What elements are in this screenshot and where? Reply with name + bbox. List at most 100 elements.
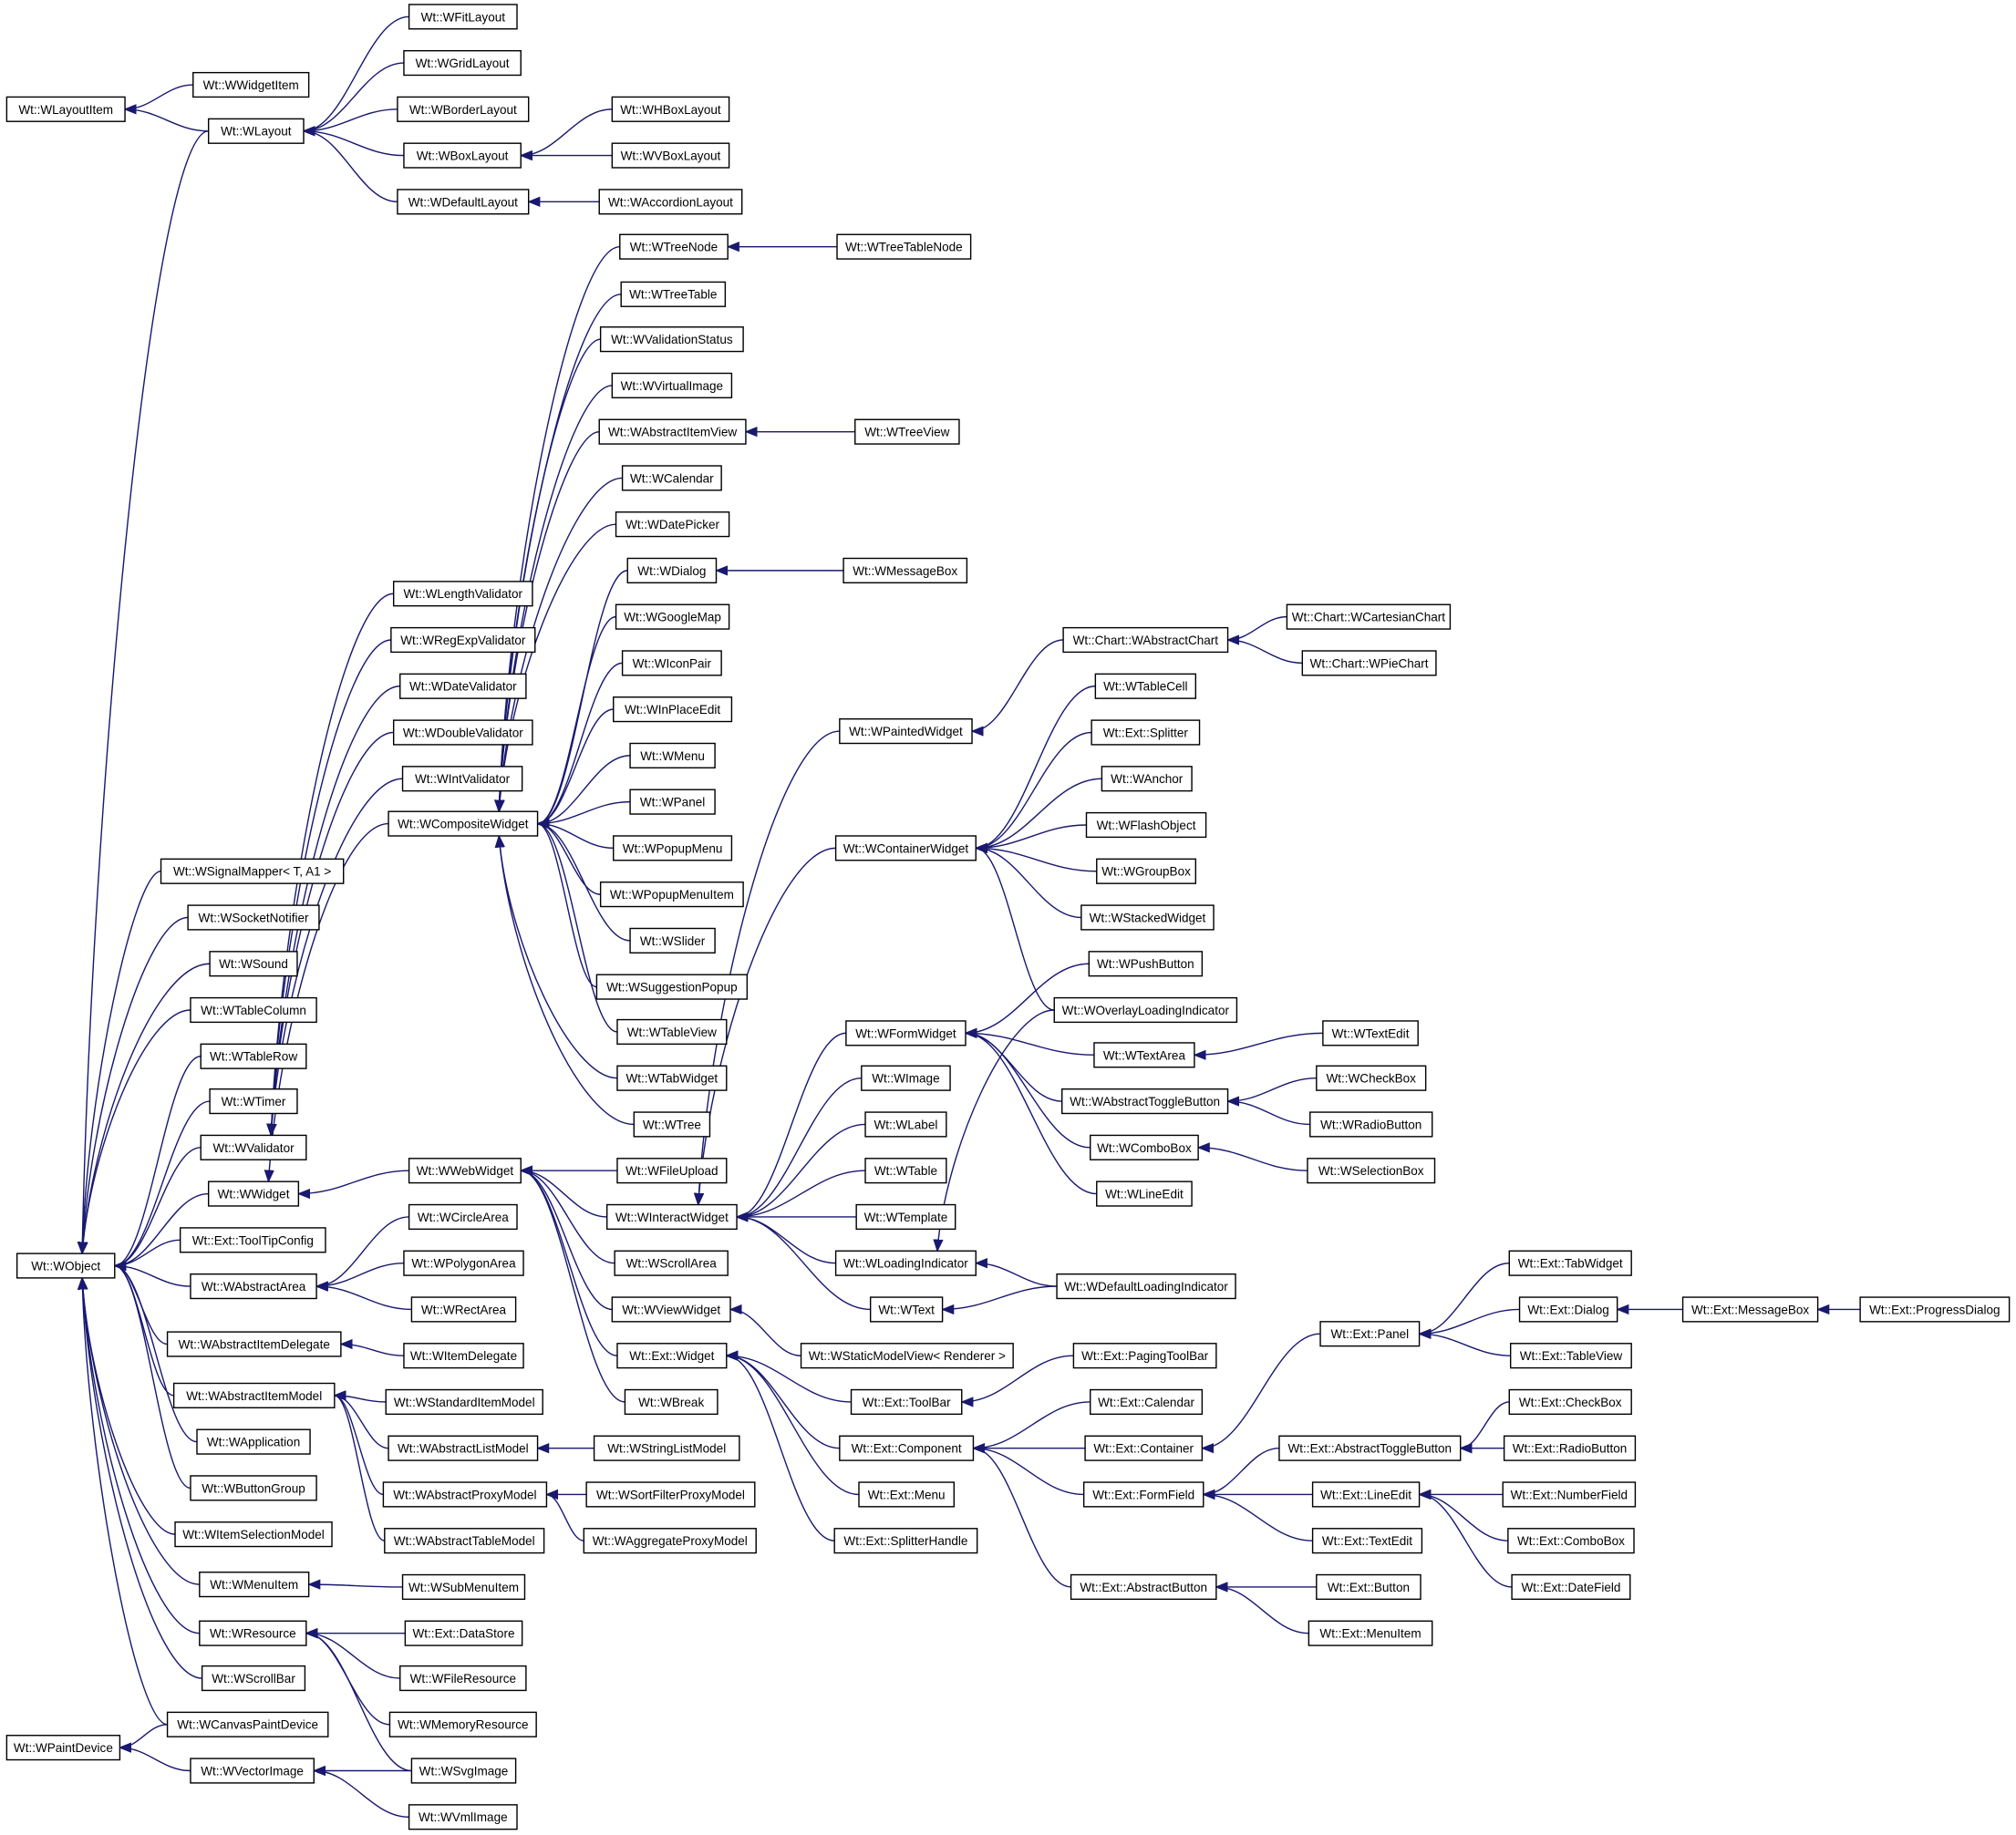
class-node-ext-splitter[interactable]: Wt::Ext::Splitter bbox=[1091, 719, 1201, 746]
class-node-ext-component[interactable]: Wt::Ext::Component bbox=[839, 1435, 975, 1461]
class-node-wdialog[interactable]: Wt::WDialog bbox=[626, 557, 718, 583]
class-node-wscroll-area[interactable]: Wt::WScrollArea bbox=[614, 1250, 729, 1276]
class-node-ext-text-edit[interactable]: Wt::Ext::TextEdit bbox=[1311, 1528, 1423, 1554]
class-node-wsvg-image[interactable]: Wt::WSvgImage bbox=[410, 1758, 517, 1784]
class-node-wvml-image[interactable]: Wt::WVmlImage bbox=[408, 1804, 518, 1830]
class-node-ext-message-box[interactable]: Wt::Ext::MessageBox bbox=[1681, 1296, 1819, 1323]
class-node-wtemplate[interactable]: Wt::WTemplate bbox=[855, 1203, 956, 1231]
class-node-wtree-node[interactable]: Wt::WTreeNode bbox=[619, 233, 729, 260]
class-node-ext-combo-box[interactable]: Wt::Ext::ComboBox bbox=[1507, 1528, 1635, 1554]
class-node-wtable-view[interactable]: Wt::WTableView bbox=[616, 1018, 728, 1046]
class-node-ext-date-field[interactable]: Wt::Ext::DateField bbox=[1511, 1573, 1631, 1601]
class-node-ext-menu[interactable]: Wt::Ext::Menu bbox=[858, 1481, 955, 1508]
class-node-ext-abstract-toggle-button[interactable]: Wt::Ext::AbstractToggleButton bbox=[1278, 1435, 1462, 1461]
class-node-wabstract-proxy-model[interactable]: Wt::WAbstractProxyModel bbox=[382, 1481, 548, 1508]
class-node-ext-container[interactable]: Wt::Ext::Container bbox=[1084, 1435, 1204, 1461]
class-node-wcheck-box[interactable]: Wt::WCheckBox bbox=[1316, 1065, 1427, 1091]
class-node-wvalidation-status[interactable]: Wt::WValidationStatus bbox=[599, 326, 744, 353]
class-node-wstandard-item-model[interactable]: Wt::WStandardItemModel bbox=[385, 1388, 543, 1416]
class-node-winteract-widget[interactable]: Wt::WInteractWidget bbox=[605, 1203, 738, 1231]
class-node-witem-delegate[interactable]: Wt::WItemDelegate bbox=[403, 1343, 524, 1369]
class-node-wmenu-item[interactable]: Wt::WMenuItem bbox=[199, 1572, 310, 1598]
class-node-ext-tab-widget[interactable]: Wt::Ext::TabWidget bbox=[1508, 1250, 1632, 1276]
class-node-wabstract-item-model[interactable]: Wt::WAbstractItemModel bbox=[172, 1382, 336, 1408]
class-node-ext-menu-item[interactable]: Wt::Ext::MenuItem bbox=[1308, 1620, 1433, 1646]
class-node-wcombo-box[interactable]: Wt::WComboBox bbox=[1090, 1134, 1199, 1160]
class-node-wpaint-device[interactable]: Wt::WPaintDevice bbox=[5, 1735, 121, 1761]
class-node-wsocket-notifier[interactable]: Wt::WSocketNotifier bbox=[187, 904, 320, 931]
class-node-wdate-validator[interactable]: Wt::WDateValidator bbox=[399, 673, 527, 699]
class-node-wabstract-table-model[interactable]: Wt::WAbstractTableModel bbox=[384, 1528, 545, 1554]
class-node-witem-selection-model[interactable]: Wt::WItemSelectionModel bbox=[174, 1521, 333, 1548]
class-node-ext-number-field[interactable]: Wt::Ext::NumberField bbox=[1502, 1481, 1637, 1508]
class-node-wabstract-item-view[interactable]: Wt::WAbstractItemView bbox=[598, 418, 747, 445]
class-node-wabstract-chart[interactable]: Wt::Chart::WAbstractChart bbox=[1062, 626, 1229, 654]
class-node-ext-radio-button[interactable]: Wt::Ext::RadioButton bbox=[1503, 1435, 1637, 1461]
class-node-wpolygon-area[interactable]: Wt::WPolygonArea bbox=[403, 1250, 524, 1276]
class-node-ext-tool-tip-config[interactable]: Wt::Ext::ToolTipConfig bbox=[179, 1227, 326, 1253]
class-node-wpie-chart[interactable]: Wt::Chart::WPieChart bbox=[1301, 650, 1437, 676]
class-node-wtable[interactable]: Wt::WTable bbox=[864, 1158, 947, 1184]
class-node-wtimer[interactable]: Wt::WTimer bbox=[209, 1088, 298, 1115]
class-node-ext-check-box[interactable]: Wt::Ext::CheckBox bbox=[1508, 1388, 1632, 1416]
class-node-wtree-table[interactable]: Wt::WTreeTable bbox=[620, 281, 727, 307]
class-node-wvirtual-image[interactable]: Wt::WVirtualImage bbox=[611, 372, 733, 398]
class-node-wstatic-model-view[interactable]: Wt::WStaticModelView< Renderer > bbox=[800, 1343, 1014, 1369]
class-node-ext-dialog[interactable]: Wt::Ext::Dialog bbox=[1518, 1296, 1618, 1323]
class-node-wradio-button[interactable]: Wt::WRadioButton bbox=[1309, 1111, 1433, 1138]
class-node-wsuggestion-popup[interactable]: Wt::WSuggestionPopup bbox=[595, 974, 749, 1000]
class-node-wint-validator[interactable]: Wt::WIntValidator bbox=[401, 766, 523, 792]
class-node-wtext-edit[interactable]: Wt::WTextEdit bbox=[1322, 1020, 1419, 1046]
class-node-wtext-area[interactable]: Wt::WTextArea bbox=[1093, 1042, 1195, 1068]
class-node-wlayout-item[interactable]: Wt::WLayoutItem bbox=[5, 96, 126, 122]
class-node-wpopup-menu-item[interactable]: Wt::WPopupMenuItem bbox=[599, 881, 744, 908]
class-node-wresource[interactable]: Wt::WResource bbox=[199, 1620, 307, 1646]
class-node-wabstract-item-delegate[interactable]: Wt::WAbstractItemDelegate bbox=[166, 1331, 342, 1357]
class-node-wtab-widget[interactable]: Wt::WTabWidget bbox=[616, 1065, 728, 1091]
class-node-wborder-layout[interactable]: Wt::WBorderLayout bbox=[397, 96, 530, 122]
class-node-ext-abstract-button[interactable]: Wt::Ext::AbstractButton bbox=[1070, 1573, 1217, 1601]
class-node-wgoogle-map[interactable]: Wt::WGoogleMap bbox=[615, 603, 730, 630]
class-node-wimage[interactable]: Wt::WImage bbox=[861, 1065, 951, 1091]
class-node-wabstract-list-model[interactable]: Wt::WAbstractListModel bbox=[388, 1435, 539, 1461]
class-node-wabstract-toggle-button[interactable]: Wt::WAbstractToggleButton bbox=[1061, 1088, 1229, 1115]
class-node-wfile-resource[interactable]: Wt::WFileResource bbox=[399, 1665, 527, 1692]
class-node-wsignal-mapper[interactable]: Wt::WSignalMapper< T, A1 > bbox=[160, 858, 345, 884]
class-node-ext-widget[interactable]: Wt::Ext::Widget bbox=[616, 1343, 728, 1369]
class-node-wbox-layout[interactable]: Wt::WBoxLayout bbox=[403, 142, 522, 169]
class-node-wscroll-bar[interactable]: Wt::WScrollBar bbox=[201, 1665, 306, 1692]
class-node-wlength-validator[interactable]: Wt::WLengthValidator bbox=[392, 581, 533, 607]
class-node-wtree-table-node[interactable]: Wt::WTreeTableNode bbox=[836, 233, 972, 260]
class-node-win-place-edit[interactable]: Wt::WInPlaceEdit bbox=[613, 696, 733, 723]
class-node-waccordion-layout[interactable]: Wt::WAccordionLayout bbox=[598, 189, 743, 215]
class-node-wtable-column[interactable]: Wt::WTableColumn bbox=[190, 996, 317, 1024]
class-node-wgrid-layout[interactable]: Wt::WGridLayout bbox=[403, 49, 522, 77]
class-node-wline-edit[interactable]: Wt::WLineEdit bbox=[1096, 1180, 1193, 1207]
class-node-wpopup-menu[interactable]: Wt::WPopupMenu bbox=[613, 835, 733, 861]
class-node-wform-widget[interactable]: Wt::WFormWidget bbox=[845, 1020, 967, 1046]
class-node-wsort-filter-proxy-model[interactable]: Wt::WSortFilterProxyModel bbox=[585, 1481, 756, 1508]
class-node-ext-splitter-handle[interactable]: Wt::Ext::SplitterHandle bbox=[833, 1528, 978, 1554]
class-node-wbreak[interactable]: Wt::WBreak bbox=[624, 1388, 719, 1416]
class-node-wdouble-validator[interactable]: Wt::WDoubleValidator bbox=[392, 719, 533, 746]
class-node-wview-widget[interactable]: Wt::WViewWidget bbox=[611, 1296, 731, 1323]
class-node-wcartesian-chart[interactable]: Wt::Chart::WCartesianChart bbox=[1286, 603, 1452, 630]
class-node-ext-calendar[interactable]: Wt::Ext::Calendar bbox=[1090, 1388, 1204, 1416]
class-node-wapplication[interactable]: Wt::WApplication bbox=[196, 1428, 311, 1455]
class-node-wtree[interactable]: Wt::WTree bbox=[633, 1111, 711, 1138]
class-node-wcalendar[interactable]: Wt::WCalendar bbox=[621, 465, 722, 491]
class-node-whbox-layout[interactable]: Wt::WHBoxLayout bbox=[611, 96, 730, 122]
class-node-ext-table-view[interactable]: Wt::Ext::TableView bbox=[1509, 1343, 1632, 1369]
class-node-wvalidator[interactable]: Wt::WValidator bbox=[200, 1134, 307, 1160]
class-node-wpainted-widget[interactable]: Wt::WPaintedWidget bbox=[839, 718, 973, 745]
class-node-wslider[interactable]: Wt::WSlider bbox=[629, 927, 716, 954]
class-node-wreg-exp-validator[interactable]: Wt::WRegExpValidator bbox=[390, 626, 536, 654]
class-node-wtree-view[interactable]: Wt::WTreeView bbox=[854, 418, 960, 445]
class-node-wvbox-layout[interactable]: Wt::WVBoxLayout bbox=[611, 142, 730, 169]
class-node-wdate-picker[interactable]: Wt::WDatePicker bbox=[615, 511, 730, 538]
class-node-ext-line-edit[interactable]: Wt::Ext::LineEdit bbox=[1311, 1481, 1421, 1508]
class-node-wwidget[interactable]: Wt::WWidget bbox=[207, 1180, 300, 1207]
class-node-wrect-area[interactable]: Wt::WRectArea bbox=[410, 1296, 517, 1323]
class-node-wcomposite-widget[interactable]: Wt::WCompositeWidget bbox=[388, 810, 539, 837]
class-node-wlayout[interactable]: Wt::WLayout bbox=[207, 118, 305, 144]
